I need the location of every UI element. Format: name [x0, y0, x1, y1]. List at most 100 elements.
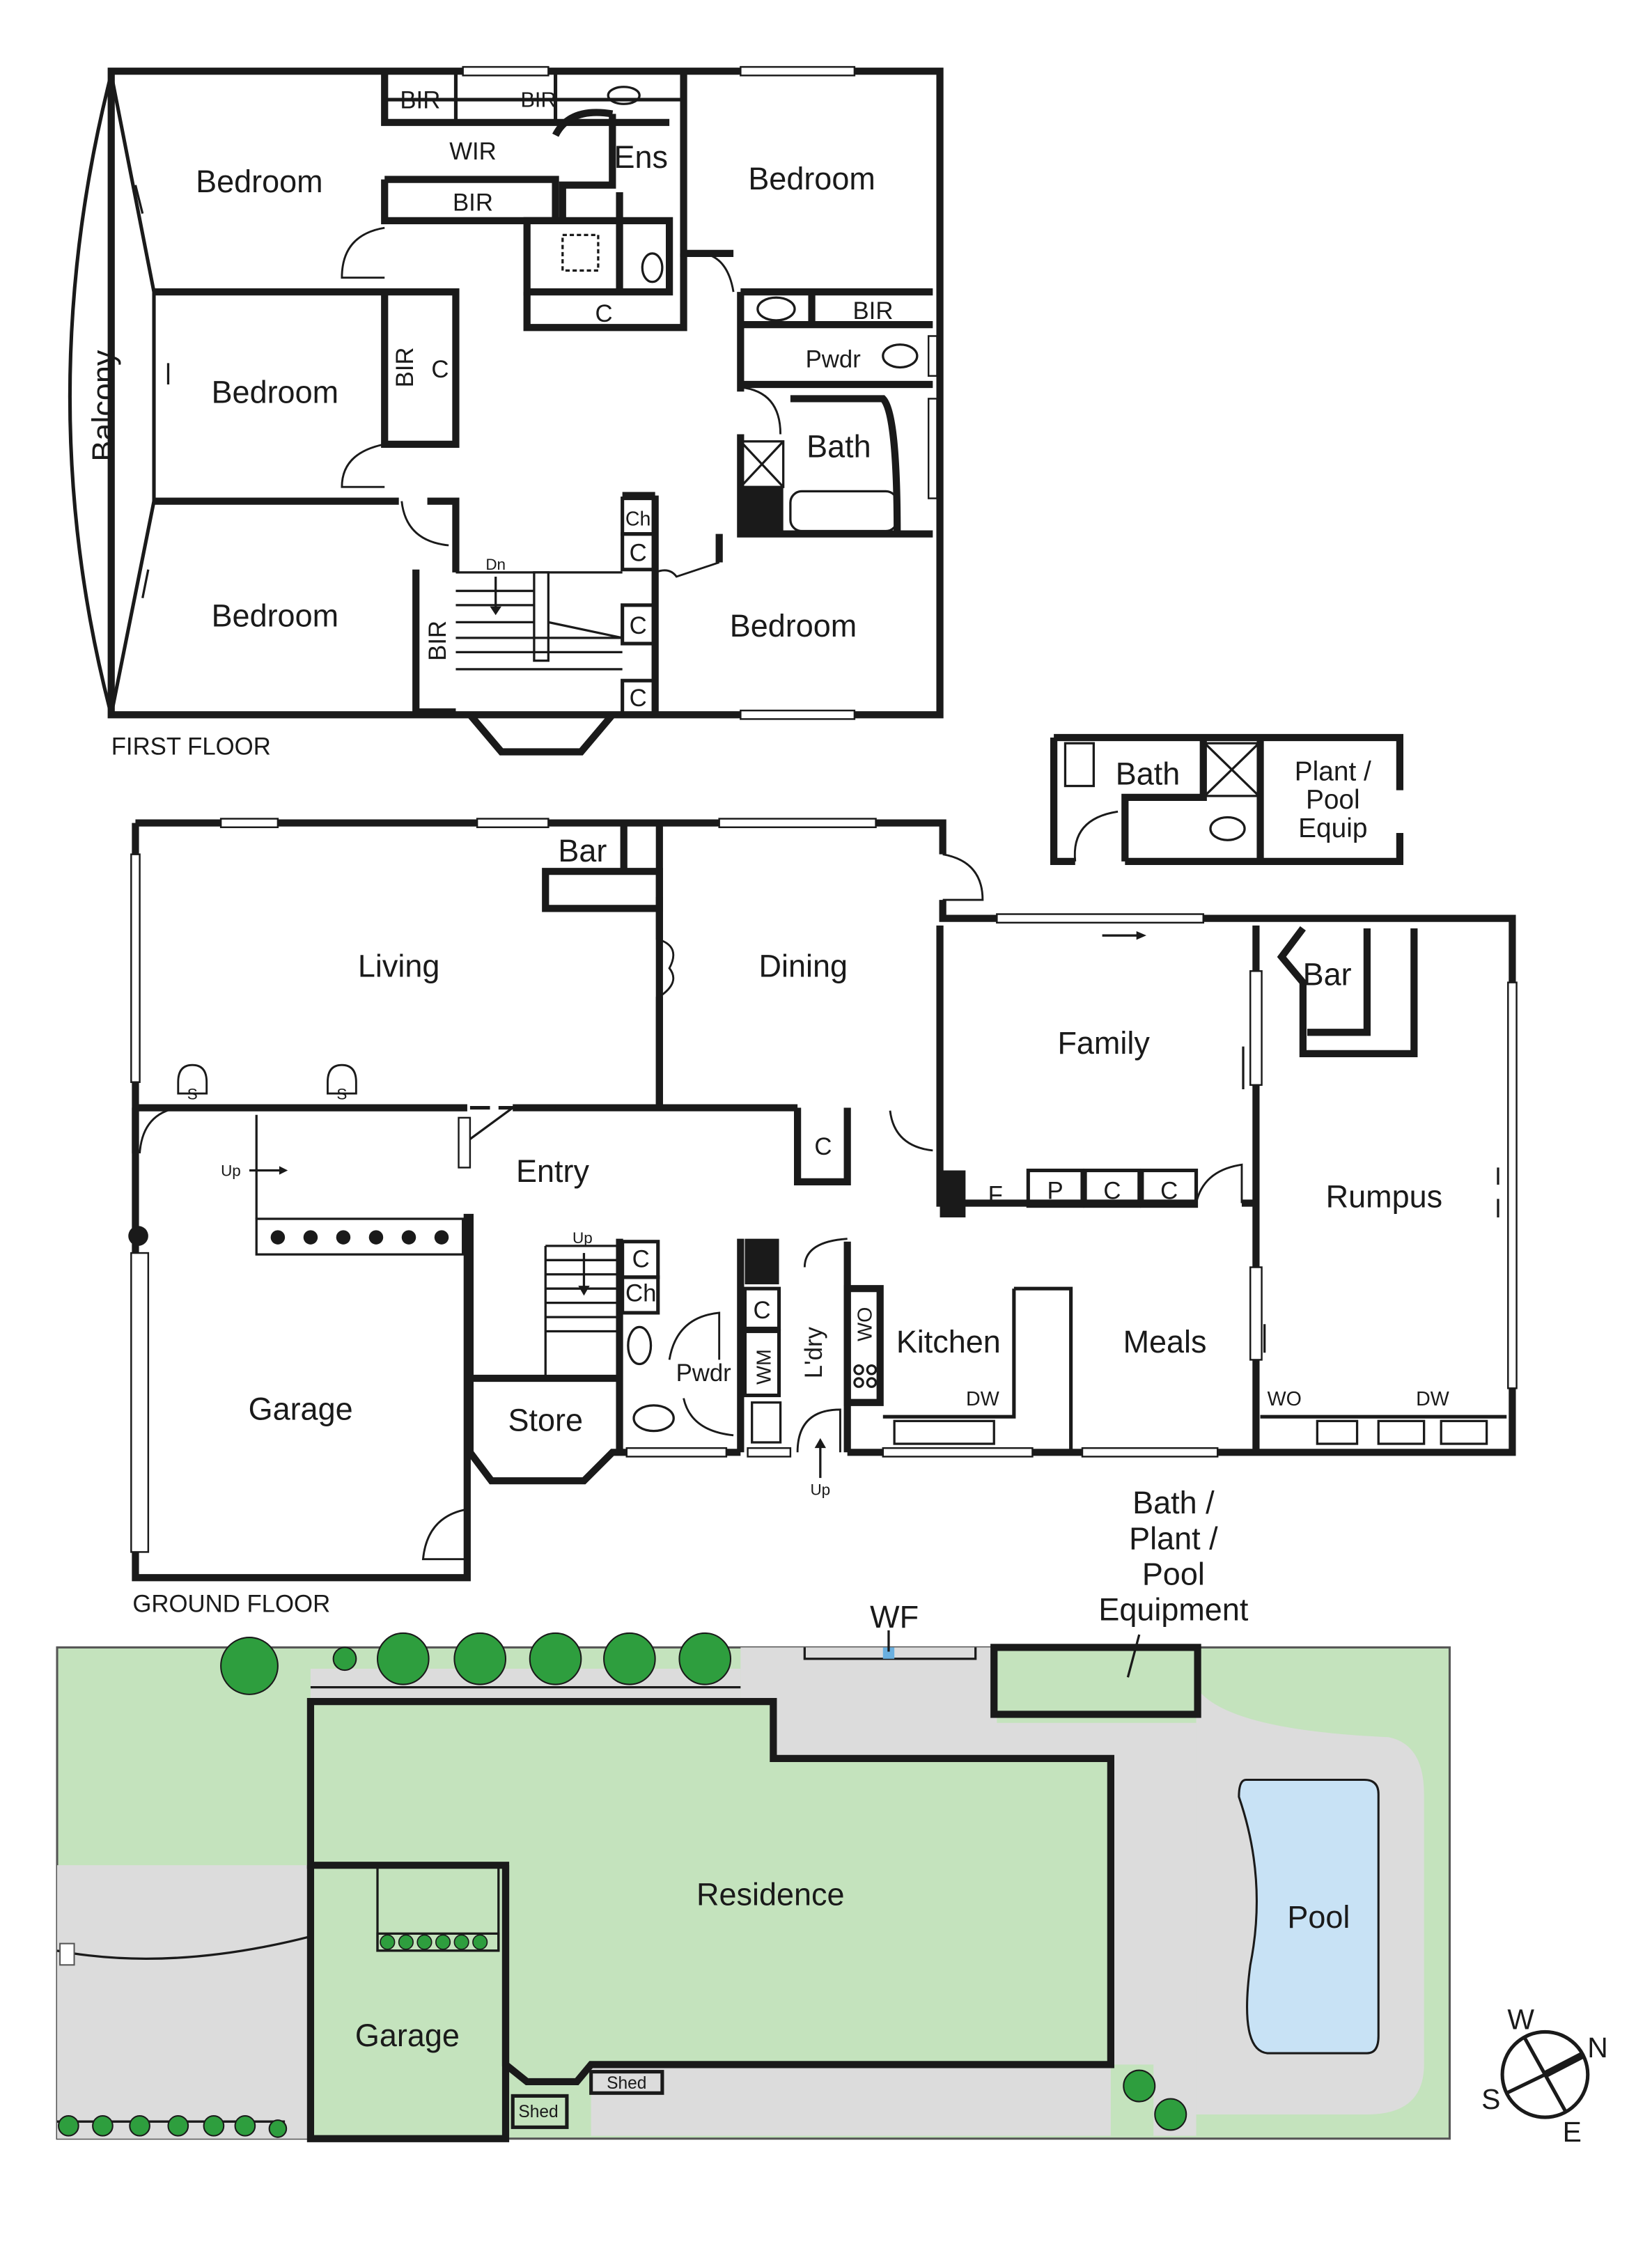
driveway — [57, 1865, 311, 2139]
label-bath-callout-3: Pool — [1142, 1556, 1205, 1591]
label-entry: Entry — [516, 1153, 589, 1189]
label-pwdr: Pwdr — [806, 346, 861, 373]
outbuilding-outline — [990, 1644, 1201, 1718]
label-bir: BIR — [400, 87, 440, 114]
label-wf: WF — [870, 1599, 919, 1635]
tree — [1154, 2098, 1187, 2131]
label-ch: Ch — [625, 508, 651, 530]
label-bath-callout-4: Equipment — [1098, 1592, 1248, 1628]
window — [740, 709, 856, 720]
window — [927, 398, 938, 499]
label-bedroom-nw: Bedroom — [196, 164, 322, 199]
label-meals: Meals — [1123, 1324, 1207, 1359]
label-f: F — [988, 1183, 1003, 1209]
label-wir: WIR — [449, 139, 497, 165]
label-c: C — [814, 1134, 832, 1160]
tree — [376, 1632, 430, 1685]
compass-n: N — [1587, 2032, 1608, 2064]
label-pwdr: Pwdr — [676, 1360, 731, 1387]
compass: W N S E — [1481, 2003, 1608, 2148]
label-bath: Bath — [806, 428, 871, 464]
label-dw: DW — [966, 1388, 999, 1410]
label-pool: Pool — [1287, 1899, 1350, 1935]
label-store: Store — [508, 1403, 583, 1438]
label-plant-3: Equip — [1298, 813, 1367, 843]
stairs-ground — [544, 1245, 621, 1378]
label-bar-rumpus: Bar — [1303, 957, 1352, 992]
label-bar: Bar — [558, 833, 607, 868]
label-site-garage: Garage — [355, 2018, 460, 2053]
label-dn: Dn — [485, 556, 506, 573]
label-bir: BIR — [425, 621, 451, 661]
tree — [453, 1632, 507, 1685]
label-c: C — [753, 1298, 770, 1324]
label-c: C — [1103, 1178, 1121, 1204]
site-plan: WF Bath / Plant / Pool Equipment Residen… — [56, 1485, 1451, 2142]
window — [740, 65, 856, 77]
label-plant-2: Pool — [1306, 785, 1360, 815]
label-bir: BIR — [392, 347, 419, 387]
label-c: C — [1160, 1178, 1178, 1204]
tree — [332, 1646, 357, 1672]
label-residence: Residence — [696, 1876, 844, 1912]
outbuilding-plan: Bath Plant / Pool Equip — [1050, 733, 1404, 865]
balcony-windows — [109, 73, 156, 715]
tree — [220, 1637, 279, 1695]
first-floor-plan: Bedroom Bedroom Bedroom Bedroom Bedroom … — [68, 65, 944, 761]
label-rumpus: Rumpus — [1326, 1179, 1442, 1215]
label-p: P — [1047, 1178, 1063, 1204]
label-shed: Shed — [607, 2074, 646, 2093]
label-wo: WO — [854, 1307, 876, 1341]
window — [462, 65, 550, 77]
label-wo: WO — [1268, 1388, 1302, 1410]
label-bath-callout-2: Plant / — [1129, 1520, 1218, 1556]
label-c: C — [595, 301, 613, 327]
label-s: S — [336, 1085, 347, 1102]
compass-e: E — [1563, 2116, 1582, 2148]
label-up: Up — [810, 1481, 830, 1499]
label-s: S — [187, 1085, 198, 1102]
trees — [58, 1632, 1187, 2138]
label-bedroom-w: Bedroom — [212, 375, 338, 410]
label-shed: Shed — [518, 2103, 558, 2121]
tree — [603, 1632, 656, 1685]
label-bir: BIR — [520, 88, 556, 111]
ground-floor-plan: Bar Living Dining Family Bar Rumpus Entr… — [128, 818, 1518, 1617]
label-up: Up — [572, 1229, 593, 1247]
window — [927, 335, 938, 377]
label-family: Family — [1057, 1025, 1150, 1061]
label-bir: BIR — [453, 190, 493, 217]
label-ens: Ens — [614, 139, 668, 175]
label-up: Up — [221, 1162, 241, 1180]
label-c: C — [632, 1247, 650, 1273]
label-bedroom-se: Bedroom — [730, 608, 857, 644]
label-ldry: L'dry — [801, 1326, 827, 1378]
label-garage: Garage — [249, 1391, 353, 1426]
label-bir: BIR — [852, 298, 893, 325]
label-dining: Dining — [759, 948, 848, 983]
compass-w: W — [1507, 2003, 1534, 2035]
label-kitchen: Kitchen — [896, 1324, 1001, 1359]
tree — [1123, 2069, 1156, 2103]
label-wm: WM — [753, 1349, 775, 1385]
label-bedroom-sw: Bedroom — [212, 598, 338, 634]
tree — [529, 1632, 582, 1685]
label-c: C — [431, 357, 449, 383]
compass-s: S — [1481, 2083, 1500, 2115]
label-plant-1: Plant / — [1295, 756, 1371, 786]
pool — [1238, 1778, 1380, 2055]
label-ch: Ch — [625, 1281, 656, 1307]
label-bedroom-ne: Bedroom — [748, 161, 875, 196]
label-c: C — [630, 685, 647, 712]
ground-floor-title: GROUND FLOOR — [132, 1591, 330, 1617]
stairs — [455, 571, 623, 671]
label-bath-callout-1: Bath / — [1132, 1485, 1215, 1520]
label-outbuilding-bath: Bath — [1116, 756, 1180, 791]
tree — [678, 1632, 732, 1685]
garage-outline — [306, 1865, 510, 2142]
first-floor-title: FIRST FLOOR — [111, 734, 271, 761]
label-living: Living — [358, 948, 440, 983]
label-c: C — [630, 540, 647, 567]
label-balcony: Balcony — [86, 350, 121, 461]
